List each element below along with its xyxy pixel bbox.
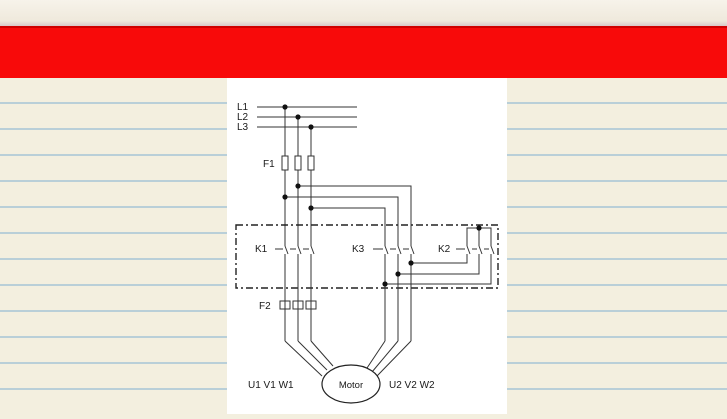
fuse-f1-1 (281, 155, 289, 171)
fuse-f1-2 (294, 155, 302, 171)
label-k3: K3 (352, 244, 365, 255)
label-u2-v2-w2: U2 V2 W2 (389, 380, 435, 391)
contactor-enclosure (235, 224, 499, 289)
red-banner (0, 26, 727, 78)
label-l3: L3 (237, 122, 249, 133)
label-u1-v1-w1: U1 V1 W1 (248, 380, 294, 391)
label-l2: L2 (237, 112, 249, 123)
motor-symbol (321, 364, 381, 404)
star-delta-circuit-diagram: L1 L2 L3 F1 K1 K3 K2 F2 U1 V1 W1 U2 V2 W… (235, 102, 499, 404)
overload-f2-1 (279, 300, 291, 310)
label-k2: K2 (438, 244, 451, 255)
label-f1: F1 (263, 159, 275, 170)
label-f2: F2 (259, 301, 271, 312)
circuit-diagram-card: L1 L2 L3 F1 K1 K3 K2 F2 U1 V1 W1 U2 V2 W… (227, 78, 507, 414)
label-motor: Motor (339, 380, 363, 391)
fuse-f1-3 (307, 155, 315, 171)
top-strip (0, 0, 727, 26)
overload-f2-2 (292, 300, 304, 310)
overload-f2-3 (305, 300, 317, 310)
label-k1: K1 (255, 244, 268, 255)
label-l1: L1 (237, 102, 249, 113)
